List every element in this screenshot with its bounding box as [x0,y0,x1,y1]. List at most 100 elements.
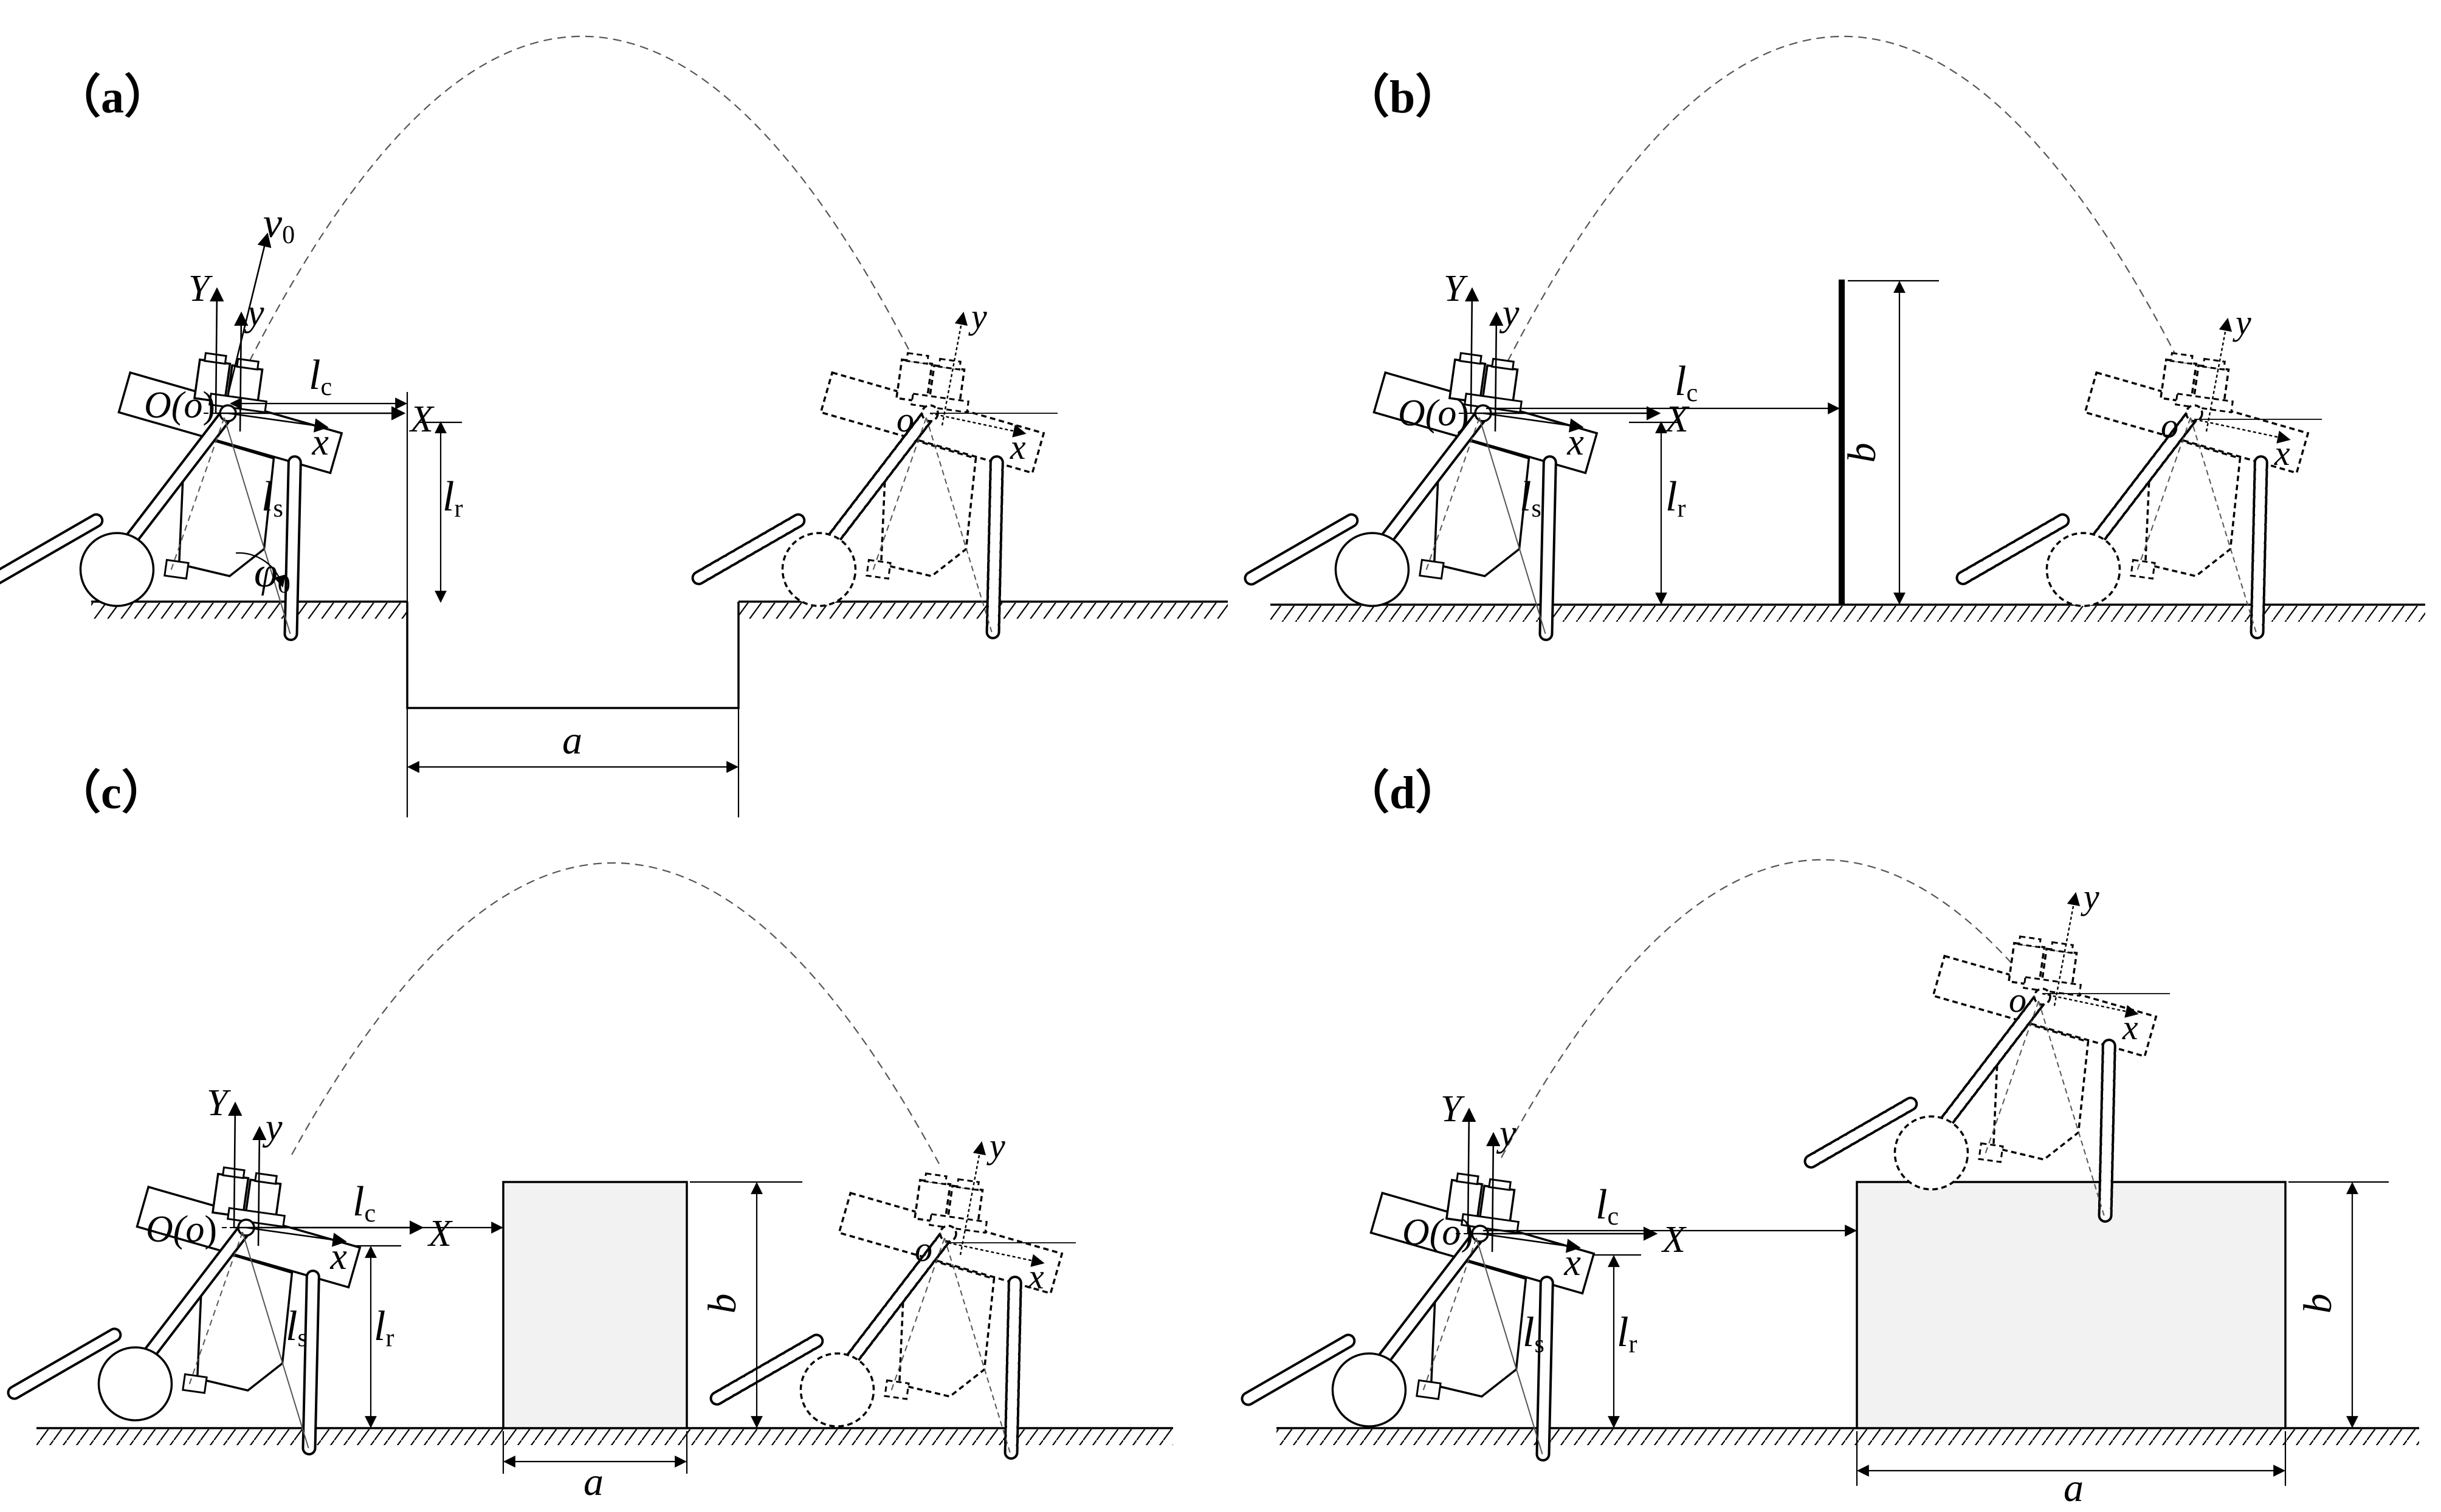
X-axis-label: X [408,399,435,440]
trajectory-b [1501,35,2177,374]
ghost-y-arrow [2053,892,2080,1006]
trajectory-a [243,35,909,374]
x-axis-arrow [246,1226,347,1247]
axes-c-landing [948,1141,1076,1267]
trajectory-c [291,862,940,1164]
robot-a-landing [696,329,1052,637]
labels: xyXYoxyv0φ0lclrlsa（a）xyXYoxylclrlsb（b）xy… [55,72,2340,1510]
y-axis-label: y [1499,292,1520,334]
box-obstacle [502,1181,688,1429]
y-axis-arrow [1489,311,1504,432]
ghost-x-label: x [2274,433,2290,473]
robot-d-start [1246,1149,1602,1457]
platform-width-label: a [2064,1466,2084,1510]
y-axis-label: y [1496,1113,1517,1154]
lc-label-d: lc [1596,1181,1619,1231]
axes-a [204,287,406,433]
lr-label-a: lr [442,473,463,523]
ghost-origin-label: o [2009,980,2026,1020]
lr-label-d: lr [1617,1309,1637,1358]
origin-label-a: O(o) [144,385,215,426]
x-axis-arrow [1482,412,1584,433]
robot-c-landing [714,1149,1070,1457]
panel-label-c: （c） [55,768,168,819]
wall-height-label: b [1840,443,1884,463]
x-axis-label: x [1566,422,1584,463]
ghost-y-label: y [968,297,987,336]
axes-b [1459,287,1661,433]
ghost-y-arrow [2205,317,2232,432]
ghost-origin-label: o [2161,406,2178,445]
y-axis-arrow [1486,1132,1501,1253]
x-axis-arrow [1479,1232,1581,1253]
panel-label-b: （b） [1343,72,1461,123]
box-height-label: b [700,1294,745,1314]
launch-angle-arc [235,552,286,588]
x-axis-label: x [329,1236,347,1277]
ghost-origin-label: o [897,400,914,439]
robot-a-start [0,329,350,637]
Y-axis-label: Y [207,1082,231,1124]
x-axis-label: x [311,422,329,463]
robot-b-start [1249,329,1605,637]
gap-label-a: a [562,718,582,763]
Y-axis-label: Y [1441,1088,1465,1130]
ghost-y-label: y [2081,877,2099,916]
panel-label-d: （d） [1343,768,1461,819]
Y-axis-label: Y [1444,268,1468,309]
y-axis-label: y [244,292,264,334]
ghost-x-label: x [1010,427,1026,467]
velocity-label: v0 [263,200,295,249]
axes-d-landing [2042,892,2170,1018]
pit-outline [406,602,740,709]
dimension-lines [227,232,2389,1486]
ground-hatch [91,603,407,619]
ls-label-d: ls [1523,1309,1544,1358]
X-axis-label: X [427,1213,453,1254]
ghost-x-label: x [2122,1008,2138,1047]
ls-label-b: ls [1520,473,1541,523]
Y-axis-arrow [228,1101,243,1228]
ground-hatch [1270,606,2425,622]
axes-a-landing [929,311,1058,438]
ghost-y-arrow [959,1141,986,1256]
y-axis-label: y [262,1107,283,1148]
velocity-arrow [227,232,272,396]
ghost-y-arrow [941,311,968,426]
x-axis-label: x [1563,1242,1581,1283]
Y-axis-arrow [1465,287,1479,414]
robot-d-landing [1808,912,2164,1220]
y-axis-arrow [252,1125,267,1246]
robot-c-start [12,1143,368,1451]
platform-obstacle [1856,1181,2287,1429]
ghost-y-label: y [2233,303,2251,342]
X-axis-label: X [1661,1219,1687,1260]
platform-height-label: b [2296,1294,2340,1314]
origin-label-b: O(o) [1398,393,1469,434]
robot-b-landing [1960,329,2316,637]
ground-hatch [1276,1429,2419,1445]
y-axis-arrow [234,311,249,432]
axes-d [1456,1107,1658,1253]
lc-label-b: lc [1675,358,1698,407]
lc-label-c: lc [353,1178,376,1228]
ghost-y-label: y [986,1126,1005,1166]
launch-angle-label: φ0 [254,549,291,599]
trajectory-d [1501,859,2031,1158]
lr-label-c: lr [374,1303,394,1352]
lc-label-a: lc [309,352,332,401]
ghost-origin-label: o [915,1229,932,1269]
origin-label-c: O(o) [146,1209,217,1250]
origin-label-d: O(o) [1402,1212,1473,1253]
box-width-label: a [584,1460,604,1504]
ls-label-a: ls [261,473,283,523]
x-axis-arrow [227,412,329,433]
ground-hatch [36,1429,1173,1445]
axes-b-landing [2194,317,2322,444]
lr-label-b: lr [1665,473,1685,523]
Y-axis-arrow [210,287,224,414]
ghost-x-label: x [1028,1257,1044,1296]
Y-axis-label: Y [188,268,213,309]
